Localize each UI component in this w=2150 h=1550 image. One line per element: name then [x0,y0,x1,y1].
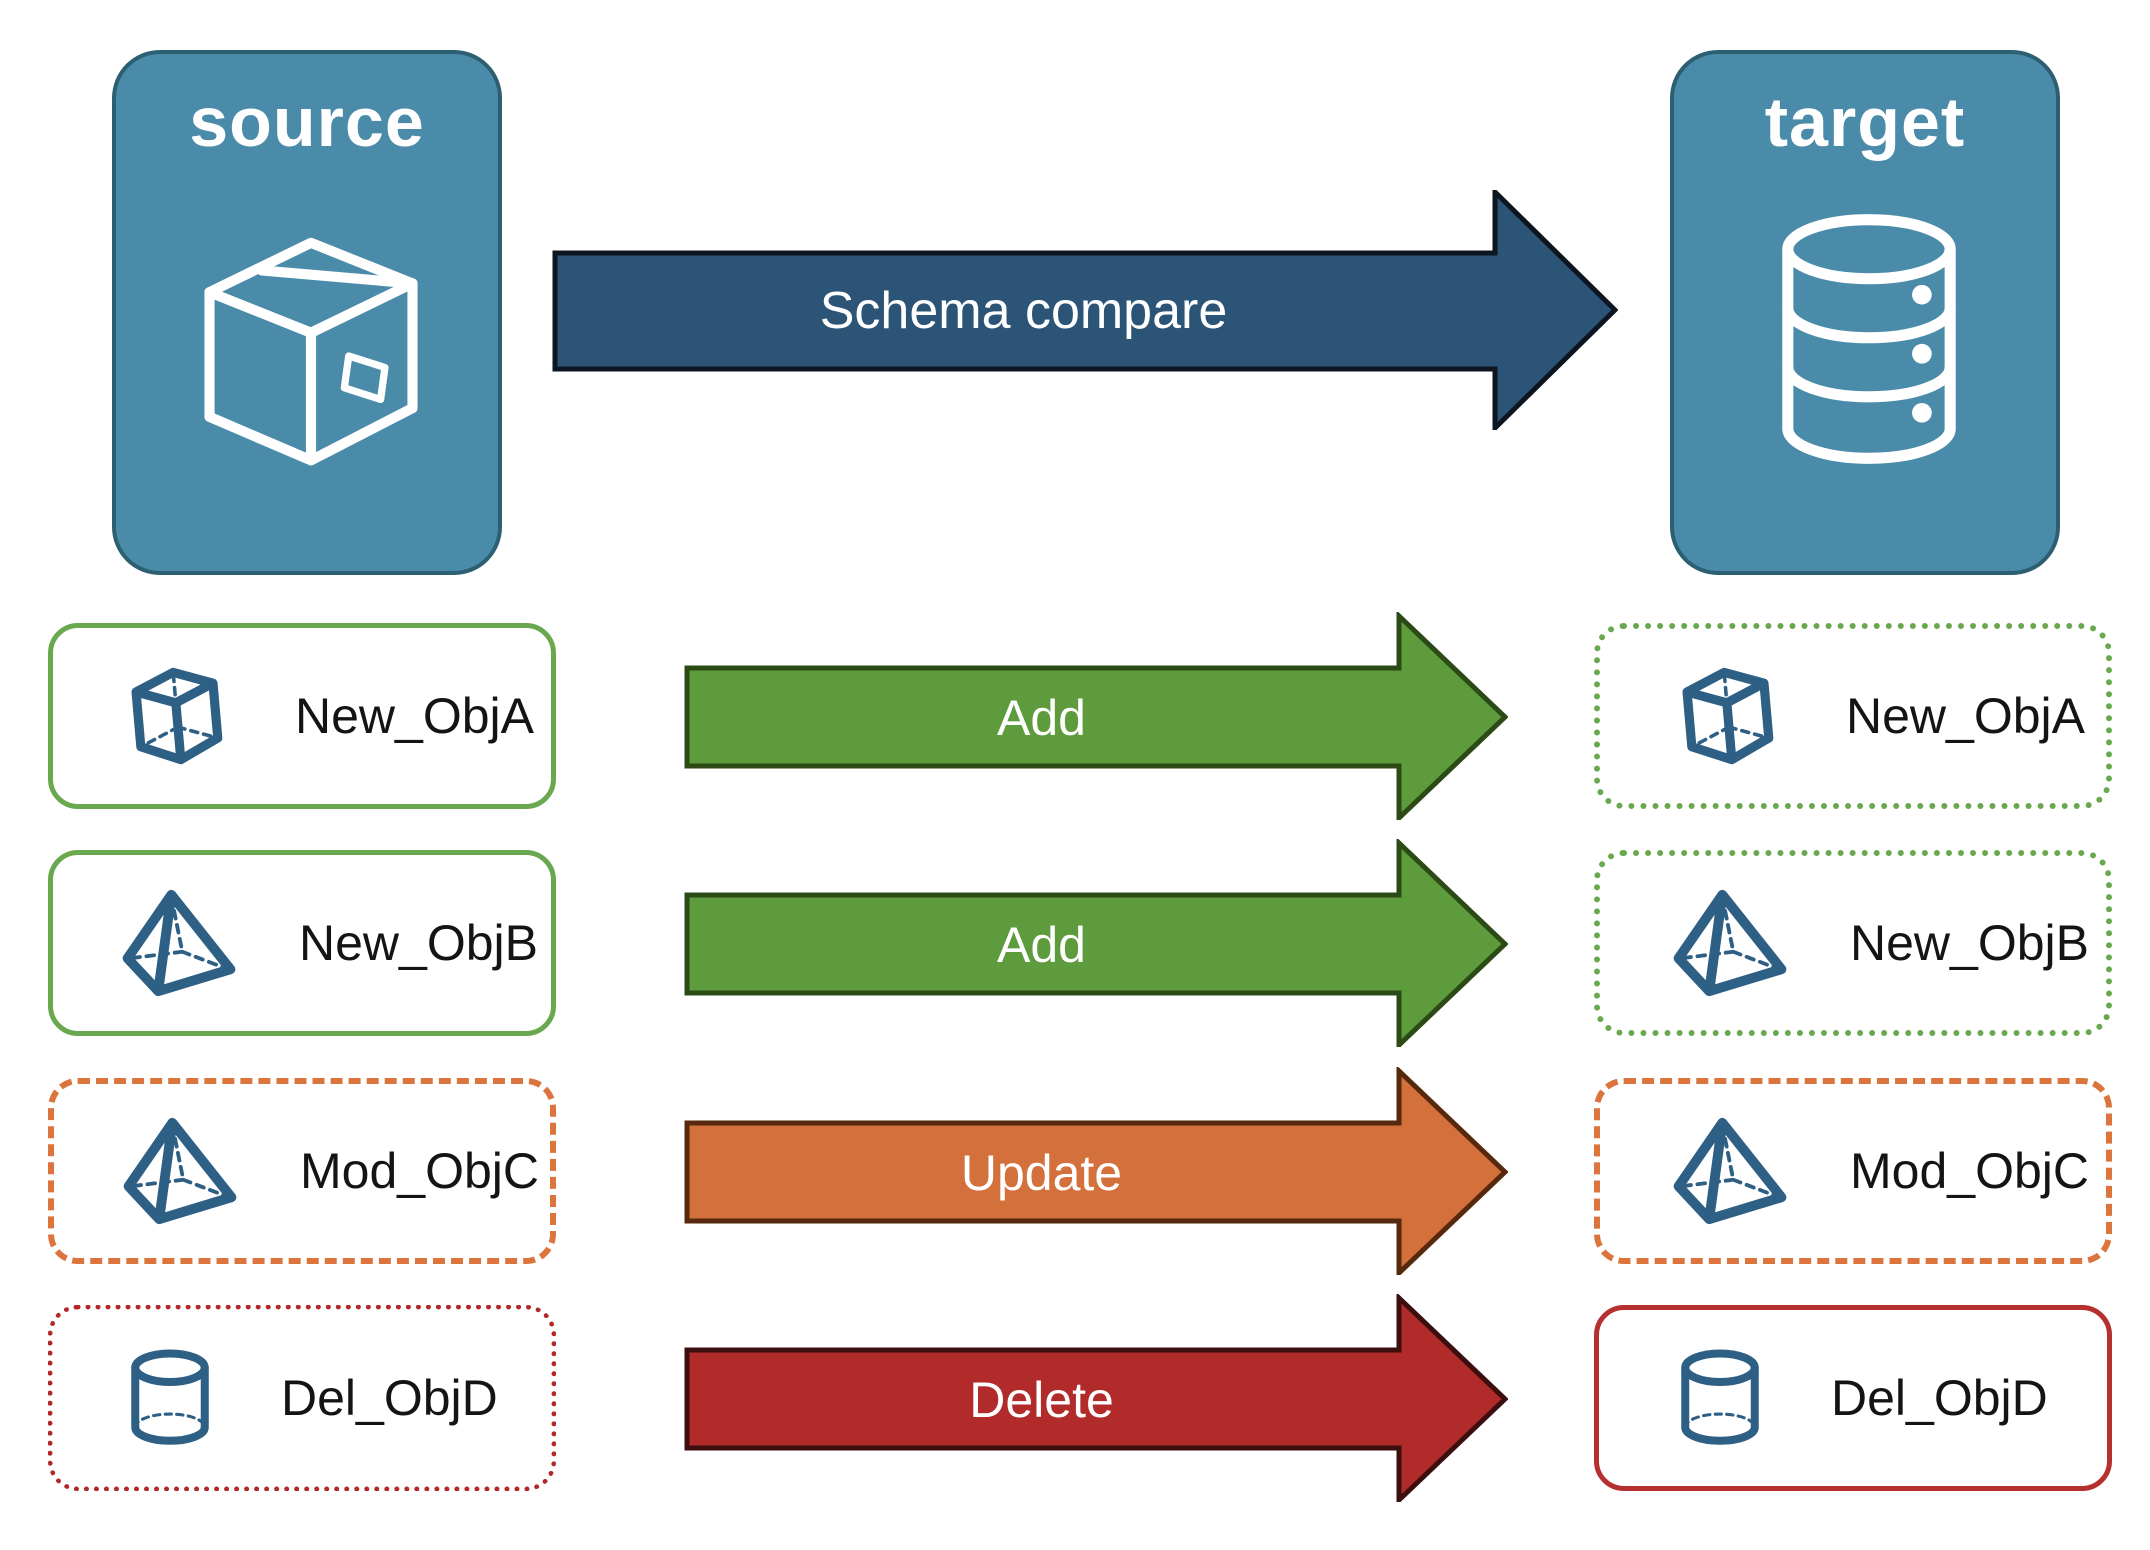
source-title: source [189,83,425,161]
database-icon [1782,214,1956,464]
source-object-card: New_ObjA [48,623,556,809]
source-object-card: New_ObjB [48,850,556,1036]
pyramid-3d-icon [1672,886,1788,1000]
source-object-card: Mod_ObjC [48,1078,556,1264]
add-arrow-shape [684,612,1508,820]
cylinder-3d-icon [121,1342,219,1454]
target-object-card: New_ObjA [1594,623,2112,809]
pyramid-3d-icon [121,886,237,1000]
cylinder-3d-icon [1671,1342,1769,1454]
update-arrow: Update [684,1067,1508,1275]
object-name-label: Mod_ObjC [300,1143,539,1199]
target-title: target [1764,83,1966,161]
delete-arrow-shape [684,1294,1508,1502]
cube-3d-icon [1672,660,1784,772]
object-name-label: Del_ObjD [281,1370,498,1426]
target-panel: target [1670,50,2060,575]
action-label: Delete [969,1371,1114,1428]
add-arrow-shape [684,839,1508,1047]
update-arrow-shape [684,1067,1508,1275]
pyramid-3d-icon [122,1114,238,1228]
delete-arrow: Delete [684,1294,1508,1502]
schema-compare-arrow-shape [552,190,1618,430]
target-object-card: Del_ObjD [1594,1305,2112,1491]
cube-3d-icon [121,660,233,772]
add-arrow: Add [684,839,1508,1047]
package-box-icon [204,237,418,466]
object-name-label: New_ObjA [295,688,534,744]
object-name-label: New_ObjB [299,915,538,971]
object-name-label: Mod_ObjC [1850,1143,2089,1199]
schema-compare-label: Schema compare [819,282,1228,340]
source-object-card: Del_ObjD [48,1305,556,1491]
schema-compare-arrow: Schema compare [552,190,1618,430]
object-name-label: Del_ObjD [1831,1370,2048,1426]
target-object-card: New_ObjB [1594,850,2112,1036]
add-arrow: Add [684,612,1508,820]
target-object-card: Mod_ObjC [1594,1078,2112,1264]
object-name-label: New_ObjA [1846,688,2085,744]
object-name-label: New_ObjB [1850,915,2089,971]
action-label: Update [960,1144,1123,1201]
source-panel: source [112,50,502,575]
action-label: Add [997,916,1086,973]
action-label: Add [997,689,1086,746]
pyramid-3d-icon [1672,1114,1788,1228]
